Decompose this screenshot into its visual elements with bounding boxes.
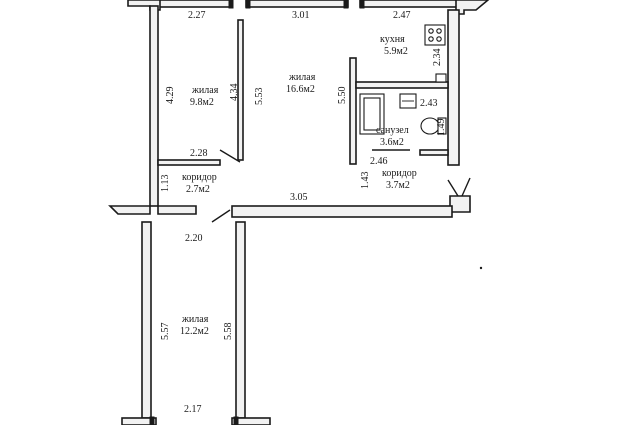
dim-left-room-bottom: 2.28 — [190, 148, 208, 159]
stove-icon — [424, 24, 446, 46]
partition-left-room — [237, 19, 244, 161]
dim-bathroom-bottom: 2.46 — [370, 156, 388, 167]
dim-passage-width: 2.20 — [185, 233, 203, 244]
dim-left-room-height: 4.29 — [165, 87, 176, 105]
living-left-area: 9.8м2 — [190, 97, 214, 108]
dim-bathroom-width: 2.43 — [420, 98, 438, 109]
dot-mark — [479, 266, 483, 270]
walls — [108, 0, 490, 425]
dim-top-left: 2.27 — [188, 10, 206, 21]
partition-center-bath — [349, 57, 357, 165]
dim-bottom-room-width: 2.17 — [184, 404, 202, 415]
door-swing-left-room — [219, 149, 241, 163]
corridor-right-area: 3.7м2 — [386, 180, 410, 191]
partition-bath-bottom — [419, 149, 449, 156]
wall-right-corner — [449, 195, 471, 213]
wall-top-right-cap — [455, 0, 490, 15]
wall-right-upper — [447, 9, 460, 166]
wall-lower-right — [235, 221, 246, 419]
toilet-tank — [437, 117, 447, 135]
dim-center-room-height-right: 5.50 — [337, 87, 348, 105]
window-mark-5 — [149, 416, 155, 425]
fixtures — [359, 24, 483, 270]
living-center-area: 16.6м2 — [286, 84, 315, 95]
wall-top-middle — [245, 0, 349, 8]
dimension-labels: 2.27 3.01 2.47 2.34 4.29 4.34 5.53 5.50 … — [160, 10, 447, 415]
dim-kitchen-side: 2.34 — [432, 49, 443, 67]
wall-left-upper — [149, 5, 159, 207]
room-labels: кухня 5.9м2 жилая 16.6м2 жилая 9.8м2 сан… — [180, 34, 417, 337]
window-mark-1 — [228, 0, 234, 9]
stove-burner-2 — [436, 28, 442, 34]
wall-top-left — [149, 0, 233, 8]
living-left-name: жилая — [191, 85, 219, 96]
corridor-left-area: 2.7м2 — [186, 184, 210, 195]
kitchen-name: кухня — [380, 34, 405, 45]
window-mark-6 — [233, 416, 239, 425]
kitchen-sink-icon — [435, 73, 447, 83]
dim-top-right: 2.47 — [393, 10, 411, 21]
wall-bottom-right — [231, 417, 271, 425]
dim-bottom-room-height-right: 5.58 — [223, 323, 234, 341]
wall-bottom-left — [121, 417, 157, 425]
door-swing-lower — [211, 209, 231, 223]
dim-bottom-room-height: 5.57 — [160, 323, 171, 341]
living-bottom-name: жилая — [181, 314, 209, 325]
window-mark-4 — [359, 0, 365, 9]
dim-corridor-width: 3.05 — [290, 192, 308, 203]
corner-chamfer — [447, 177, 471, 197]
wall-lower-left — [141, 221, 152, 419]
window-mark-2 — [245, 0, 251, 9]
corridor-left-name: коридор — [182, 172, 217, 183]
bathroom-name: санузел — [376, 125, 409, 136]
corridor-right-name: коридор — [382, 168, 417, 179]
dim-top-middle: 3.01 — [292, 10, 310, 21]
stove-burner-3 — [428, 36, 434, 42]
wall-middle-horizontal — [231, 205, 453, 218]
partition-kitchen-bath — [355, 81, 449, 89]
living-bottom-area: 12.2м2 — [180, 326, 209, 337]
dim-center-room-height: 5.53 — [254, 88, 265, 106]
wall-middle-left-stub-2 — [157, 205, 197, 215]
dim-bathroom-height: 1.49 — [436, 119, 447, 137]
dim-corridor-right-height: 1.43 — [360, 172, 371, 190]
bathroom-area: 3.6м2 — [380, 137, 404, 148]
stove-burner-1 — [428, 28, 434, 34]
window-mark-3 — [343, 0, 349, 9]
stove-burner-4 — [436, 36, 442, 42]
partition-left-corridor — [157, 159, 221, 166]
living-center-name: жилая — [288, 72, 316, 83]
bathtub-inner — [363, 97, 381, 131]
dim-corridor-left-height: 1.13 — [160, 175, 171, 193]
wall-middle-left-stub — [108, 205, 151, 215]
wall-top-right — [359, 0, 461, 8]
dim-left-room-height-inner: 4.34 — [229, 84, 240, 102]
kitchen-area: 5.9м2 — [384, 46, 408, 57]
